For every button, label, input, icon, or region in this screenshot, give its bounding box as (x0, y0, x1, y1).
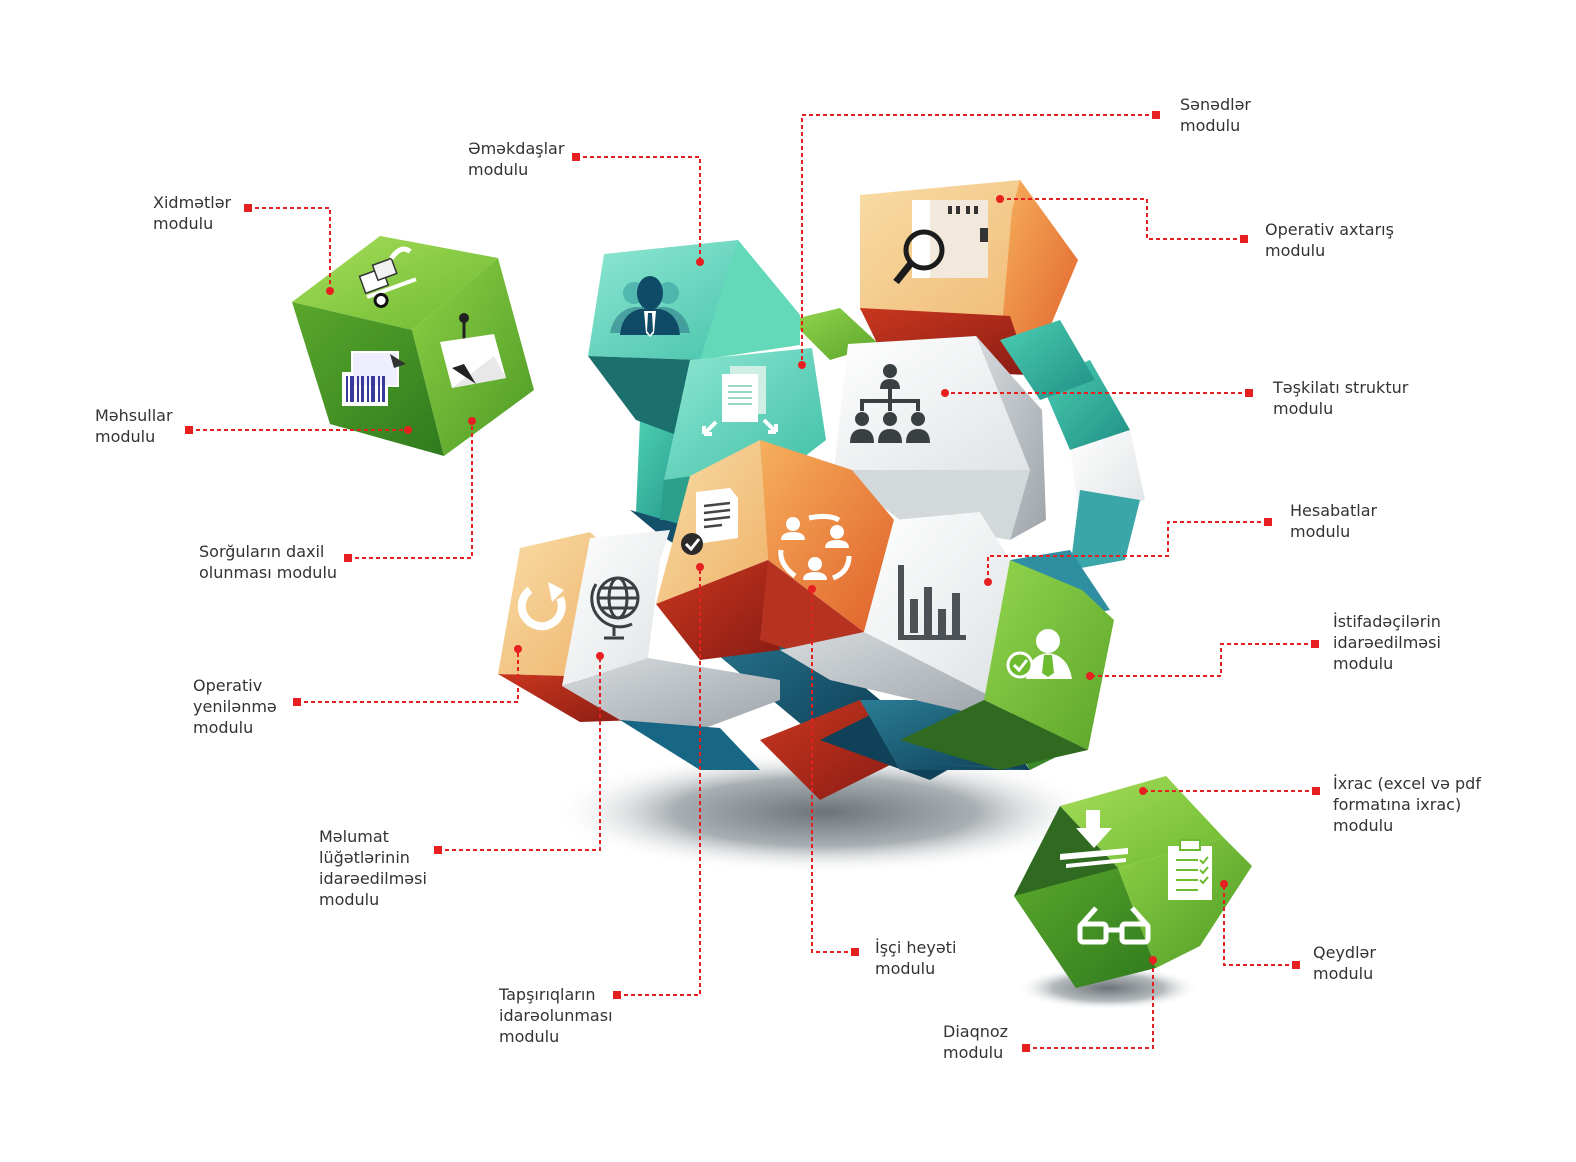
endpoint (996, 195, 1004, 203)
endpoint (696, 258, 704, 266)
endpoint (244, 204, 252, 212)
endpoint (572, 153, 580, 161)
endpoint (293, 698, 301, 706)
endpoint (798, 361, 806, 369)
people-cycle-icon (778, 513, 852, 581)
globe-icon (590, 576, 640, 640)
services-cube (292, 236, 534, 456)
endpoint (1311, 640, 1319, 648)
barcode-icon (342, 351, 406, 406)
user-check-icon (1006, 629, 1072, 679)
box-hook-icon (440, 313, 506, 388)
leader-diaqnoz (1026, 960, 1154, 1049)
endpoint (596, 652, 604, 660)
endpoint (851, 948, 859, 956)
leader-operativ-axtaris (1000, 198, 1244, 240)
leader-endpoints (185, 111, 1320, 1052)
leader-operativ-yenilenme (297, 649, 519, 703)
main-cube (498, 180, 1145, 800)
endpoint (1220, 880, 1228, 888)
endpoint (185, 426, 193, 434)
endpoint (984, 578, 992, 586)
export-cube (1014, 776, 1252, 988)
task-doc-icon (681, 488, 738, 555)
endpoint (514, 645, 522, 653)
endpoint (1152, 111, 1160, 119)
download-icon (1060, 810, 1128, 868)
leader-senedler (801, 114, 1156, 365)
search-icon (893, 200, 988, 285)
endpoint (344, 554, 352, 562)
endpoint (1240, 235, 1248, 243)
org-chart-icon (850, 364, 930, 443)
leader-qeydler (1223, 884, 1296, 966)
endpoint (326, 287, 334, 295)
leader-hesabatlar (987, 521, 1268, 582)
employee-icon (610, 276, 690, 337)
endpoint (1245, 389, 1253, 397)
refresh-icon (517, 582, 566, 631)
leader-isci-heyeti (811, 589, 855, 953)
endpoint (1139, 787, 1147, 795)
leader-istifadecilerin (1090, 643, 1315, 677)
main-cube-shadow (550, 750, 1100, 874)
hand-truck-icon (358, 246, 417, 308)
clipboard-icon (1168, 839, 1212, 900)
endpoint (1086, 672, 1094, 680)
endpoint (1292, 961, 1300, 969)
leader-lines (189, 114, 1316, 1049)
endpoint (1264, 518, 1272, 526)
documents-icon (702, 366, 778, 436)
glasses-icon (1077, 906, 1151, 945)
leader-melumat-lugetleri (438, 656, 601, 851)
endpoint (434, 846, 442, 854)
endpoint (1149, 956, 1157, 964)
bar-chart-icon (898, 565, 966, 640)
endpoint (941, 389, 949, 397)
endpoint (808, 585, 816, 593)
endpoint (696, 563, 704, 571)
endpoint (1022, 1044, 1030, 1052)
endpoint (613, 991, 621, 999)
endpoint (468, 417, 476, 425)
endpoint (404, 426, 412, 434)
endpoint (1312, 787, 1320, 795)
leader-xidmetler (248, 207, 331, 290)
